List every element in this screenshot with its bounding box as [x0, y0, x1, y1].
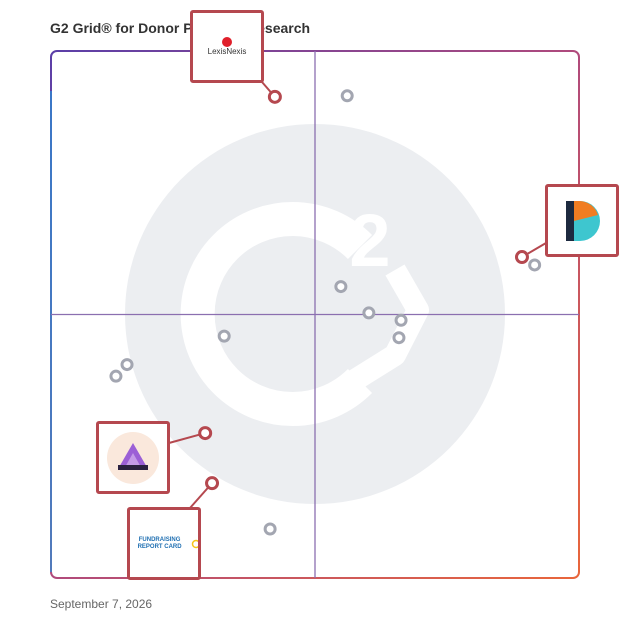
product-marker	[392, 331, 406, 345]
grid-date: September 7, 2026	[50, 597, 153, 611]
pyramid-brand-icon	[107, 431, 159, 484]
pyramid-logo[interactable]	[96, 421, 170, 494]
product-marker-highlight	[267, 89, 282, 104]
product-marker	[120, 358, 134, 372]
product-marker	[334, 280, 348, 294]
lexisnexis-mark-icon	[222, 37, 232, 48]
product-marker	[362, 306, 376, 320]
g2-logo-chevron	[349, 264, 429, 390]
product-marker-highlight	[514, 250, 529, 265]
product-marker	[263, 522, 277, 536]
product-marker	[394, 313, 408, 327]
product-marker	[528, 258, 542, 272]
d-logo[interactable]	[545, 184, 619, 257]
report-card-wordmark: FUNDRAISING REPORT CARD	[137, 536, 182, 550]
product-marker	[340, 89, 354, 103]
report-card-logo[interactable]: FUNDRAISING REPORT CARD	[127, 507, 201, 580]
d-brand-icon	[566, 200, 600, 241]
g2-logo-two: 2	[349, 199, 390, 282]
product-marker-highlight	[205, 476, 220, 491]
product-marker	[217, 329, 231, 343]
product-marker	[109, 369, 123, 383]
lexisnexis-logo[interactable]: LexisNexis	[190, 10, 264, 83]
lexisnexis-wordmark: LexisNexis	[207, 47, 247, 57]
product-marker-highlight	[198, 426, 213, 441]
report-card-ring-icon	[191, 539, 198, 548]
